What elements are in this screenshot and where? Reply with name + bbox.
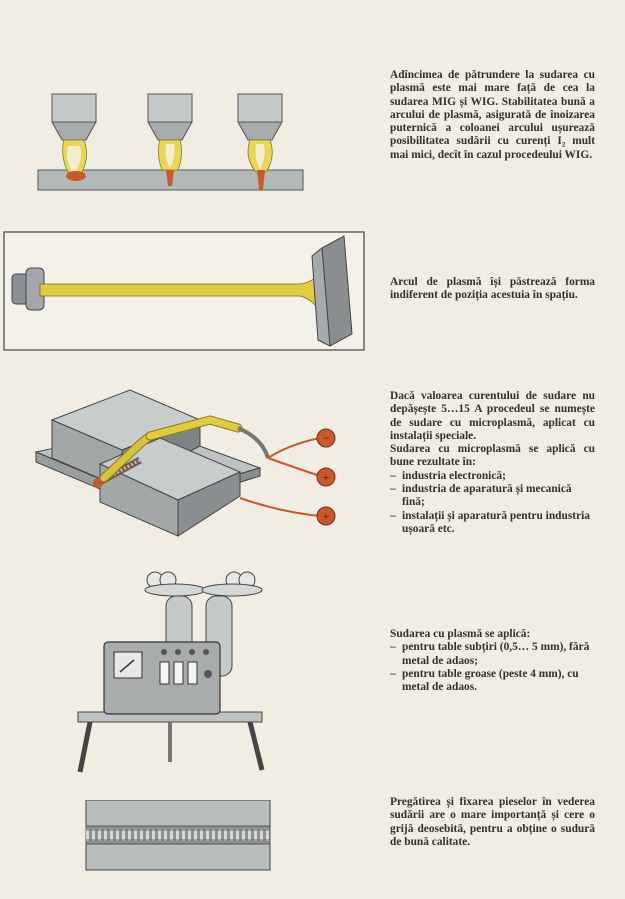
nozzle-penetration-icon [37,93,304,191]
paragraph: Arcul de plasmă își păstrează forma indi… [390,276,595,302]
list-item: pentru table subțiri (0,5… 5 mm), fără m… [390,641,595,668]
paragraph: Adîncimea de pătrundere la sudarea cu pl… [390,69,595,161]
weld-seam-icon [85,800,271,871]
microplasma-torch-icon: − + + [34,389,336,537]
figure-equipment [0,566,380,776]
paragraph: Sudarea cu plasmă se aplică: [390,628,531,640]
welding-equipment-icon [77,571,265,773]
section-text-5: Pregătirea și fixarea pieselor în vedere… [390,796,595,849]
figure-microplasma: − + + [0,380,380,550]
section-text-2: Arcul de plasmă își păstrează forma indi… [390,276,595,303]
list-item: instalații și aparatură pentru industria… [390,510,595,537]
section-text-3: Dacă valoarea curentului de sudare nu de… [390,390,595,536]
paragraph: Sudarea cu microplasmă se aplică cu bune… [390,443,595,469]
paragraph: Pregătirea și fixarea pieselor în vedere… [390,796,595,848]
section-text-4: Sudarea cu plasmă se aplică: pentru tabl… [390,628,595,694]
paragraph: Dacă valoarea curentului de sudare nu de… [390,390,595,442]
figure-penetration-depth [0,88,380,198]
minus-sign-icon: − [323,431,330,445]
application-list: industria electronică; industria de apar… [390,470,595,536]
list-item: industria de aparatură și mecanică fină; [390,483,595,510]
list-item: industria electronică; [390,470,595,484]
plus-sign-icon: + [323,509,330,523]
plus-sign-icon: + [323,470,330,484]
figure-weld-seam [0,800,380,880]
application-list: pentru table subțiri (0,5… 5 mm), fără m… [390,641,595,694]
figure-plasma-arc [0,228,380,356]
list-item: pentru table groase (peste 4 mm), cu met… [390,668,595,695]
plasma-arc-icon [3,231,365,351]
section-text-1: Adîncimea de pătrundere la sudarea cu pl… [390,69,595,162]
